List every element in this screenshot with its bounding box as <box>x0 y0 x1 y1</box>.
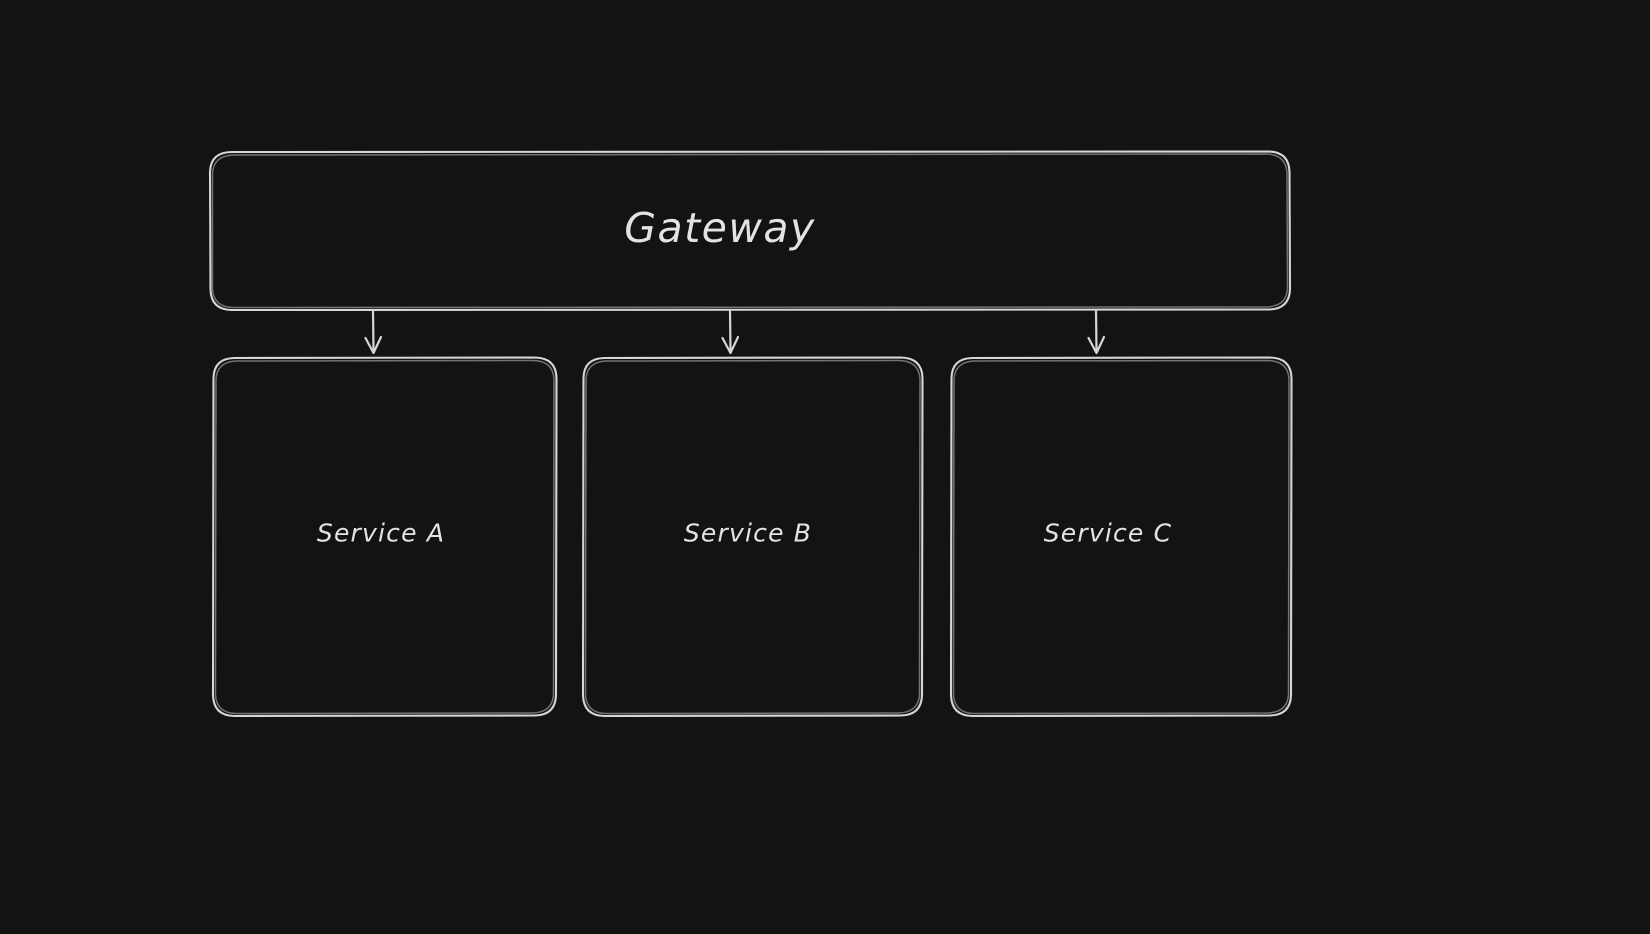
node-label-service-b: Service B <box>683 518 813 548</box>
edge-gateway-to-service-a <box>364 308 383 355</box>
edge-gateway-to-service-c <box>1087 308 1106 355</box>
node-shape-service-a[interactable] <box>211 356 558 718</box>
node-label-service-c: Service C <box>1043 518 1173 548</box>
node-label-service-a: Service A <box>316 518 446 548</box>
edge-gateway-to-service-b <box>721 308 740 355</box>
node-shape-service-c[interactable] <box>949 356 1293 718</box>
node-shape-gateway[interactable] <box>208 150 1292 312</box>
node-label-gateway: Gateway <box>624 204 816 252</box>
node-shape-service-b[interactable] <box>581 356 924 718</box>
